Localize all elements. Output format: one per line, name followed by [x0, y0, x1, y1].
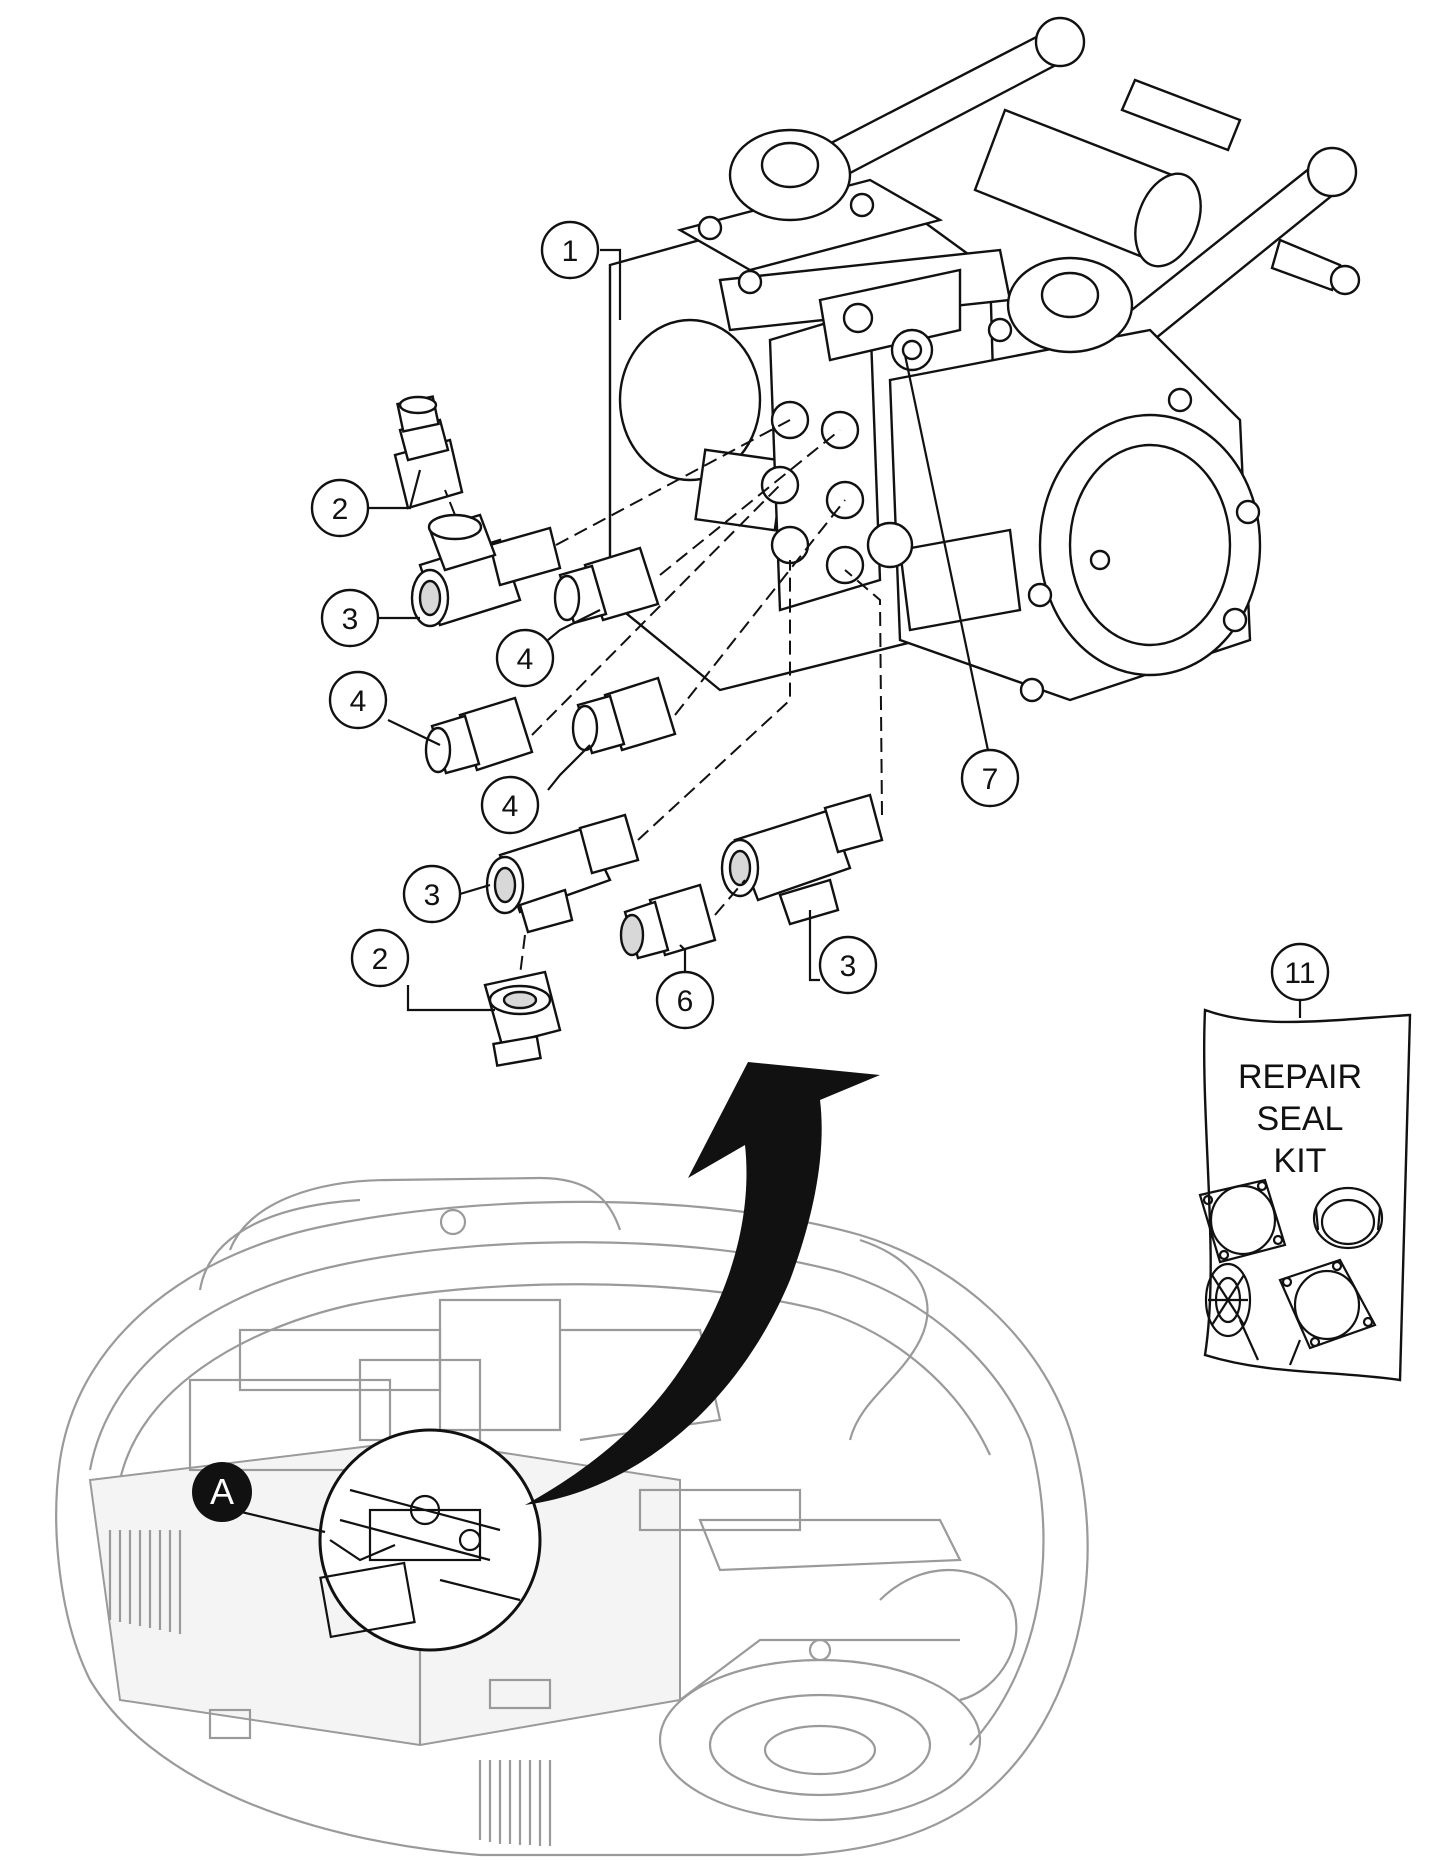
detail-circle [318, 1428, 542, 1652]
callout-7: 7 [960, 748, 1020, 808]
callout-label: 7 [982, 763, 999, 796]
plug-fitting [619, 883, 717, 960]
location-marker-label: A [210, 1471, 234, 1512]
callout-2-upper: 2 [310, 478, 370, 538]
callout-4-left: 4 [328, 670, 388, 730]
callout-6: 6 [655, 970, 715, 1030]
gasket-icon-2 [1278, 1258, 1377, 1366]
callout-label: 2 [372, 943, 389, 976]
marker-leader [232, 1508, 326, 1534]
callout-label: 4 [502, 790, 519, 823]
repair-seal-kit: REPAIR SEAL KIT [1198, 1008, 1412, 1382]
callout-3-upper: 3 [320, 588, 380, 648]
adapter-4-center [571, 676, 677, 755]
tee-fitting-lower-right [720, 793, 884, 926]
callout-label: 6 [677, 985, 694, 1018]
callout-11: 11 [1270, 942, 1330, 1002]
adapter-upper [393, 395, 464, 510]
callout-label: 3 [424, 879, 441, 912]
location-marker-icon [192, 1462, 252, 1522]
adapter-4-upper [553, 546, 660, 625]
callout-4-upper: 4 [495, 628, 555, 688]
callout-3-lower-left: 3 [402, 864, 462, 924]
callout-label: 2 [332, 493, 349, 526]
callout-label: 11 [1284, 957, 1315, 990]
kit-line-2: SEAL [1257, 1100, 1344, 1138]
bearing-icon [1204, 1262, 1260, 1361]
seal-ring-icon [1312, 1186, 1384, 1250]
adapter-4-left [424, 696, 534, 775]
callout-label: 3 [840, 950, 857, 983]
vent-bottom [478, 1760, 552, 1846]
callout-2-lower: 2 [350, 928, 410, 988]
callout-4-center: 4 [480, 775, 540, 835]
callout-3-lower-right: 3 [818, 935, 878, 995]
curved-arrow-icon [525, 1062, 880, 1505]
pump-mini [319, 1488, 521, 1639]
hydraulic-pump-assembly [608, 16, 1361, 703]
kit-line-1: REPAIR [1238, 1058, 1362, 1096]
callout-1: 1 [540, 220, 600, 280]
machine-overview: A [55, 1176, 1089, 1857]
vent-left [108, 1530, 182, 1634]
callout-label: 4 [517, 643, 534, 676]
assembly-lines [444, 419, 883, 976]
kit-line-3: KIT [1274, 1142, 1327, 1180]
callout-label: 1 [562, 235, 579, 268]
gasket-icon [1198, 1178, 1287, 1264]
tee-fitting-upper [410, 513, 562, 628]
adapter-lower [483, 970, 562, 1068]
callout-label: 4 [350, 685, 367, 718]
callout-label: 3 [342, 603, 359, 636]
tee-fitting-lower-left [485, 813, 640, 934]
